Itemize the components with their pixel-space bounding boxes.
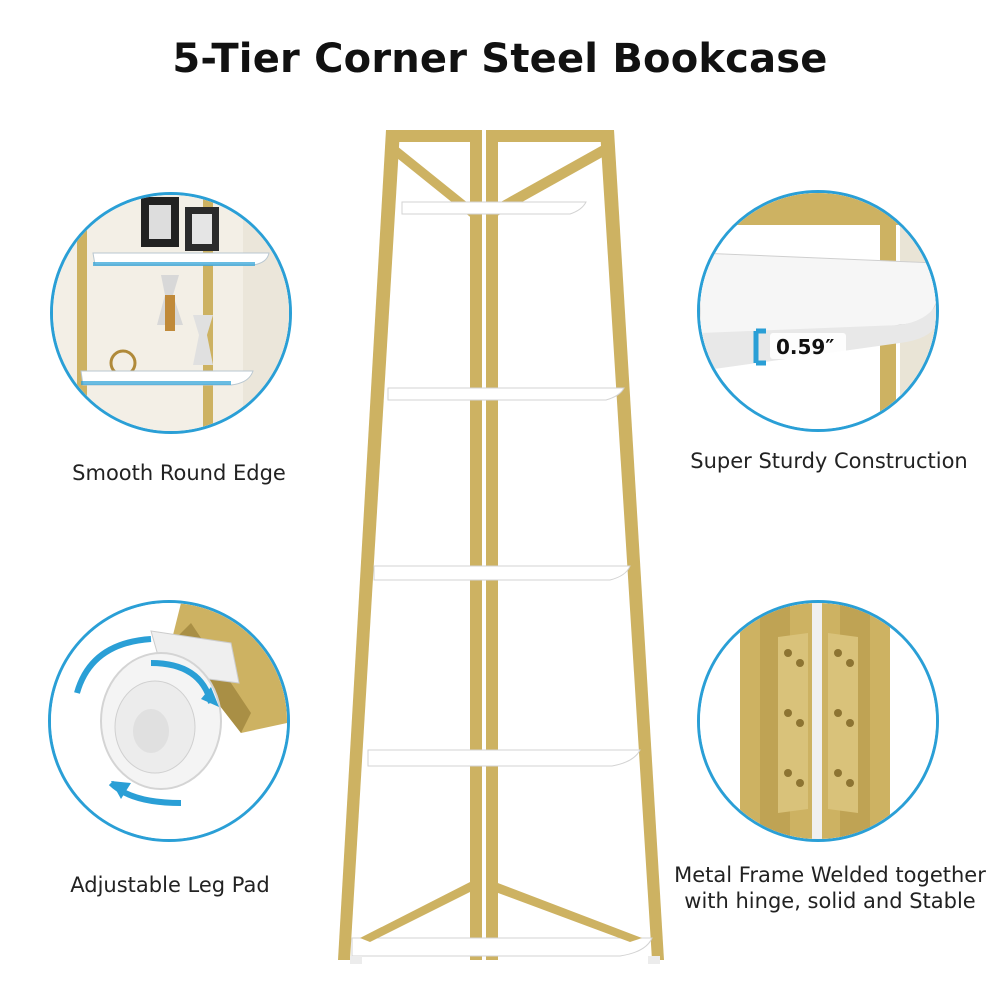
page-title: 5-Tier Corner Steel Bookcase (172, 36, 828, 82)
smooth-edge-closeup (50, 192, 292, 434)
caption-hinge-line2: with hinge, solid and Stable (684, 889, 976, 914)
caption-hinge-line1: Metal Frame Welded together (674, 863, 986, 887)
board-thickness-icon: 0.59″ (700, 193, 936, 429)
leg-pad-closeup (48, 600, 290, 842)
caption-hinge: Metal Frame Welded together with hinge, … (660, 862, 1000, 915)
caption-sturdy-construction: Super Sturdy Construction (690, 449, 968, 473)
bookcase-illustration (338, 130, 664, 964)
sturdy-construction-closeup: 0.59″ (697, 190, 939, 432)
hinge-icon (700, 603, 936, 839)
bookcase-image (330, 120, 670, 980)
hinge-closeup (697, 600, 939, 842)
leg-pad-icon (51, 603, 287, 839)
shelf-edge-icon (53, 195, 289, 431)
caption-smooth-edge: Smooth Round Edge (72, 461, 286, 485)
caption-leg-pad: Adjustable Leg Pad (70, 873, 270, 897)
thickness-label: 0.59″ (776, 335, 834, 359)
